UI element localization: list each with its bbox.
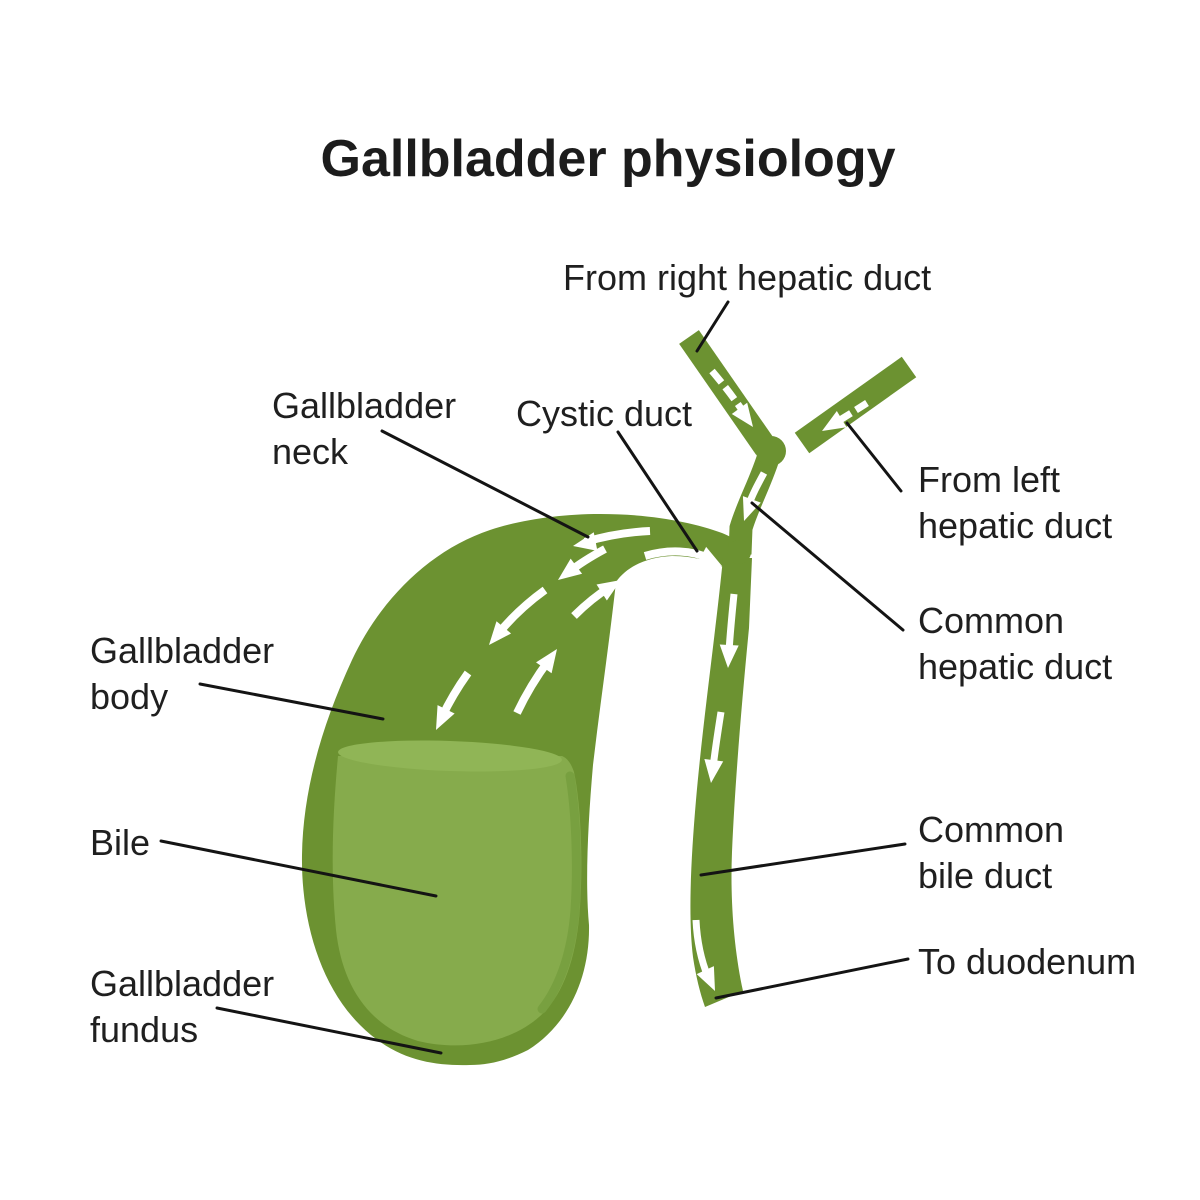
flow-arrowhead-neck-out-2: [596, 580, 621, 601]
label-from-left-hepatic-duct-line1: From left: [918, 459, 1060, 500]
label-gallbladder-fundus-line1: Gallbladder: [90, 963, 274, 1004]
label-from-left-hepatic-duct-line2: hepatic duct: [918, 505, 1112, 546]
left-hepatic-duct-shape: [794, 356, 917, 454]
flow-arrowhead-neck-out-3: [697, 546, 722, 566]
leader-cystic-duct: [616, 430, 699, 553]
flow-arrowhead-bile-duct-2: [704, 759, 724, 783]
leader-from-right-hepatic-duct: [695, 300, 730, 353]
label-to-duodenum: To duodenum: [918, 941, 1136, 982]
flow-arrows: [436, 368, 869, 991]
cystic-junction-shape: [727, 540, 751, 564]
label-common-bile-duct-line1: Common: [918, 809, 1064, 850]
hepatic-junction-shape: [756, 436, 786, 466]
label-gallbladder-neck-line2: neck: [272, 431, 349, 472]
leader-bile: [159, 839, 438, 898]
label-bile: Bile: [90, 822, 150, 863]
leader-common-bile-duct: [699, 842, 907, 877]
label-common-bile-duct-line2: bile duct: [918, 855, 1052, 896]
flow-arrowhead-bile-duct-3: [696, 966, 715, 991]
bile-surface-shape: [338, 740, 562, 772]
label-cystic-duct: Cystic duct: [516, 393, 692, 434]
leader-gallbladder-fundus: [215, 1006, 443, 1055]
leader-common-hepatic-duct: [750, 501, 905, 632]
label-gallbladder-body-line1: Gallbladder: [90, 630, 274, 671]
leader-from-left-hepatic-duct: [845, 421, 903, 493]
label-common-hepatic-duct-line1: Common: [918, 600, 1064, 641]
label-common-hepatic-duct-line2: hepatic duct: [918, 646, 1112, 687]
flow-arrowhead-left-hepatic: [822, 411, 847, 431]
label-gallbladder-neck-line1: Gallbladder: [272, 385, 456, 426]
flow-arrowhead-neck-in-1: [573, 532, 598, 551]
flow-arrowhead-common-hepatic: [742, 496, 761, 521]
leader-gallbladder-neck: [380, 429, 590, 539]
leader-to-duodenum: [714, 957, 910, 1000]
label-from-right-hepatic-duct: From right hepatic duct: [563, 257, 931, 298]
common-bile-duct-shape: [690, 558, 752, 1007]
leader-gallbladder-body: [198, 682, 385, 721]
leader-lines: [159, 300, 910, 1055]
flow-arrowhead-neck-in-4: [436, 705, 455, 730]
page-title: Gallbladder physiology: [321, 130, 896, 188]
flow-arrowhead-neck-in-3: [489, 621, 512, 645]
label-gallbladder-body-line2: body: [90, 676, 168, 717]
bile-fill-shape: [332, 756, 582, 1046]
bile-edge-shade: [537, 771, 581, 1014]
flow-arrowhead-right-hepatic: [731, 402, 753, 427]
flow-arrowhead-neck-in-2: [558, 558, 583, 580]
flow-arrow-left-hepatic: [833, 400, 869, 427]
label-gallbladder-fundus-line2: fundus: [90, 1009, 198, 1050]
flow-arrowhead-neck-out-1: [536, 649, 557, 674]
flow-arrowhead-bile-duct-1: [719, 644, 739, 668]
